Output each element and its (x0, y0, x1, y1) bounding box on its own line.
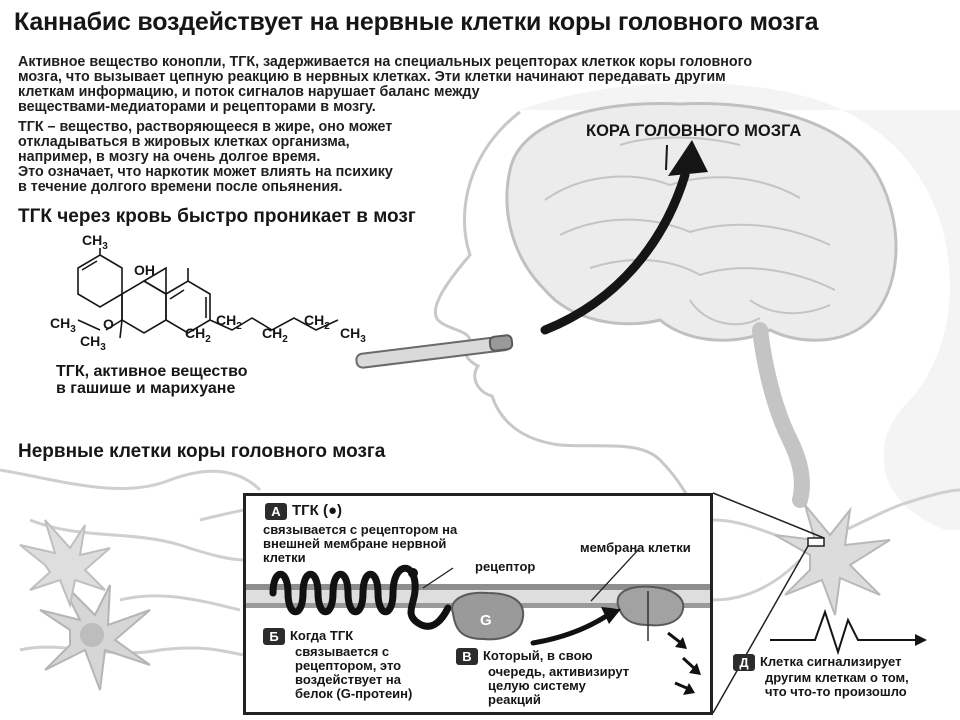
step-b-line: связывается с (295, 644, 390, 659)
head-silhouette (520, 83, 960, 530)
step-a-text: связывается с рецептором на внешней мемб… (263, 523, 457, 565)
step-v-line: очередь, активизирут (488, 664, 630, 679)
cortex-arrow (540, 140, 708, 335)
molecule-chain-5: CH3 (340, 325, 366, 345)
molecule-chain-1: CH2 (185, 325, 211, 345)
page-title: Каннабис воздействует на нервные клетки … (14, 8, 819, 36)
step-b-badge: Б (263, 628, 285, 645)
membrane-outer (246, 584, 710, 590)
molecule-chain-3: CH2 (262, 325, 288, 345)
step-a-line: связывается с рецептором на (263, 522, 458, 537)
thc-caption-line: в гашише и марихуане (56, 380, 236, 397)
intro-line: веществами-медиаторами и рецепторами в м… (18, 99, 376, 115)
molecule-ch3-top: CH3 (82, 232, 108, 252)
step-b-line: белок (G-протеин) (295, 686, 413, 701)
step-b-line: рецептором, это (295, 658, 402, 673)
thc-caption: ТГК, активное вещество в гашише и мариху… (56, 363, 248, 397)
step-a-line: клетки (263, 550, 306, 565)
intro-line: Активное вещество конопли, ТГК, задержив… (18, 54, 753, 70)
brainstem (752, 322, 810, 508)
cascade-arrows (667, 631, 701, 695)
step-b-line: воздействует на (295, 672, 401, 687)
g-protein-label: G (480, 612, 492, 629)
step-v-line: целую систему (488, 678, 586, 693)
activation-arrowhead (601, 607, 621, 624)
thc-dot (408, 568, 418, 578)
step-a-header: А ТГК (●) (265, 502, 342, 520)
molecule-ch3-left: CH3 (50, 315, 76, 335)
step-a-badge: А (265, 502, 287, 520)
step-v-line: реакций (488, 692, 541, 707)
receptor-label: рецептор (475, 559, 536, 574)
intro-paragraph: Активное вещество конопли, ТГК, задержив… (18, 55, 938, 115)
neuron-left-mid (19, 519, 111, 609)
fat-line: например, в мозгу на очень долгое время. (18, 149, 321, 165)
step-d-line: другим клеткам о том, (765, 670, 909, 685)
molecule-oh: OH (134, 262, 155, 278)
thc-molecule (77, 248, 339, 339)
fat-line: ТГК – вещество, растворяющееся в жире, о… (18, 119, 393, 135)
intro-line: мозга, что вызывает цепную реакцию в нер… (18, 69, 726, 85)
receptor-leader (422, 567, 454, 589)
thc-caption-line: ТГК, активное вещество (56, 363, 248, 380)
step-v-badge: В (456, 648, 478, 665)
cortex-label: КОРА ГОЛОВНОГО МОЗГА (586, 122, 802, 140)
fat-line: в течение долгого времени после опьянени… (18, 179, 343, 195)
molecule-chain-4: CH2 (304, 312, 330, 332)
brain-shape (505, 102, 898, 342)
brain-folds (544, 136, 836, 326)
blood-heading: ТГК через кровь быстро проникает в мозг (18, 206, 416, 227)
nerve-heading: Нервные клетки коры головного мозга (18, 441, 386, 462)
fat-line: откладываться в жировых клетках организм… (18, 134, 350, 150)
panel-illustration (246, 549, 710, 695)
membrane-label: мембрана клетки (580, 540, 691, 555)
face-profile (433, 110, 702, 521)
cigarette (355, 334, 514, 369)
membrane-leader (590, 549, 639, 602)
enzyme-blob (616, 585, 685, 627)
step-a-line: внешней мембране нервной (263, 536, 447, 551)
step-a-title: ТГК (●) (292, 502, 343, 519)
signal-zigzag (770, 608, 927, 656)
fat-soluble-paragraph: ТГК – вещество, растворяющееся в жире, о… (18, 120, 518, 195)
step-d-line: что что-то произошло (765, 684, 907, 699)
molecule-oxygen: O (103, 316, 114, 332)
step-d-badge: Д (733, 654, 755, 671)
molecule-chain-2: CH2 (216, 312, 242, 332)
neuron-right (712, 492, 891, 714)
intro-line: клеткам информацию, и поток сигналов нар… (18, 84, 480, 100)
receptor-squiggle (269, 564, 452, 630)
molecule-ch3-bottom: CH3 (80, 333, 106, 353)
activation-arrow (530, 612, 611, 646)
g-protein (451, 591, 525, 641)
fat-line: Это означает, что наркотик может влиять … (18, 164, 393, 180)
